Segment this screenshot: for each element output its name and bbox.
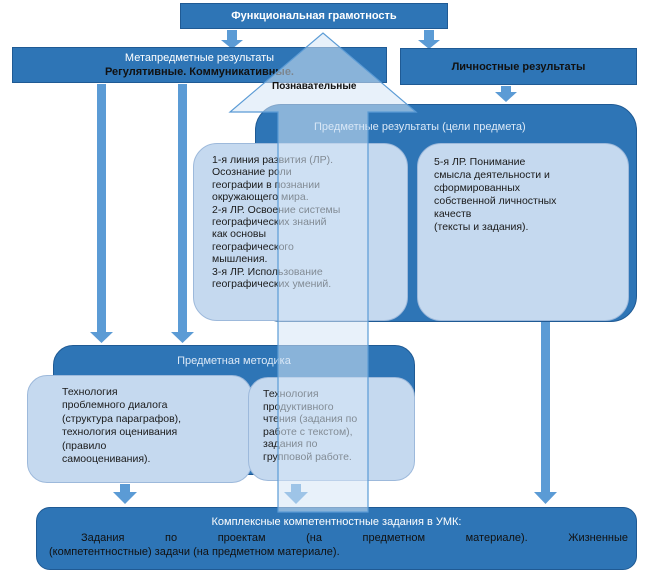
methodology-title: Предметная методика [177, 355, 291, 367]
arrow-subject-right-down [534, 322, 557, 504]
fifth-line: (тексты и задания). [434, 221, 529, 233]
fifth-line: смысла деятельности и [434, 169, 550, 181]
method-line: Технология [62, 386, 118, 398]
method-line: проблемного диалога [62, 399, 168, 412]
arrow-down-right [418, 30, 440, 49]
fifth-line: 5-я ЛР. Понимание [434, 156, 526, 168]
arrow-method-left-down [113, 484, 137, 504]
metasubject-title: Метапредметные результаты [124, 52, 275, 64]
dev-line: географического [212, 240, 294, 253]
fifth-line-text: 5-я ЛР. Понимание смысла деятельности и … [434, 156, 556, 234]
cognitive-label: Познавательные [272, 81, 357, 92]
method-line: (правило [62, 439, 107, 452]
fifth-line: собственной личностных [434, 195, 557, 207]
cognitive-up-arrow [228, 32, 418, 513]
complex-tasks-line2: Задания по проектам (на предметном матер… [81, 532, 628, 544]
method-line: (структура параграфов), [62, 412, 182, 425]
method-line: технология оценивания [62, 426, 178, 439]
method-line: самооценивания). [62, 453, 151, 466]
dev-line: мышления. [212, 253, 268, 266]
fifth-line: качеств [434, 208, 472, 220]
complex-tasks-line3: (компетентностные) задачи (на предметном… [49, 546, 340, 558]
dev-line: Осознание роли [212, 166, 292, 179]
arrow-meta-right-down [171, 84, 194, 343]
functional-literacy-title: Функциональная грамотность [231, 10, 397, 22]
dev-line: как основы [212, 228, 267, 241]
personal-results-box: Личностные результаты [400, 48, 637, 85]
arrow-down-left [221, 30, 243, 49]
arrow-personal-down [495, 86, 517, 102]
problem-dialogue-text: Технология проблемного диалога (структур… [62, 386, 181, 466]
fifth-line: сформированных [434, 182, 521, 194]
functional-literacy-box: Функциональная грамотность [180, 3, 448, 29]
personal-results-title: Личностные результаты [451, 61, 586, 73]
complex-tasks-title: Комплексные компетентностные задания в У… [211, 516, 462, 528]
metasubject-subtitle: Регулятивные. Коммуникативные. [104, 66, 294, 78]
fifth-line-box: 5-я ЛР. Понимание смысла деятельности и … [417, 143, 629, 321]
arrow-meta-left-down [90, 84, 113, 343]
